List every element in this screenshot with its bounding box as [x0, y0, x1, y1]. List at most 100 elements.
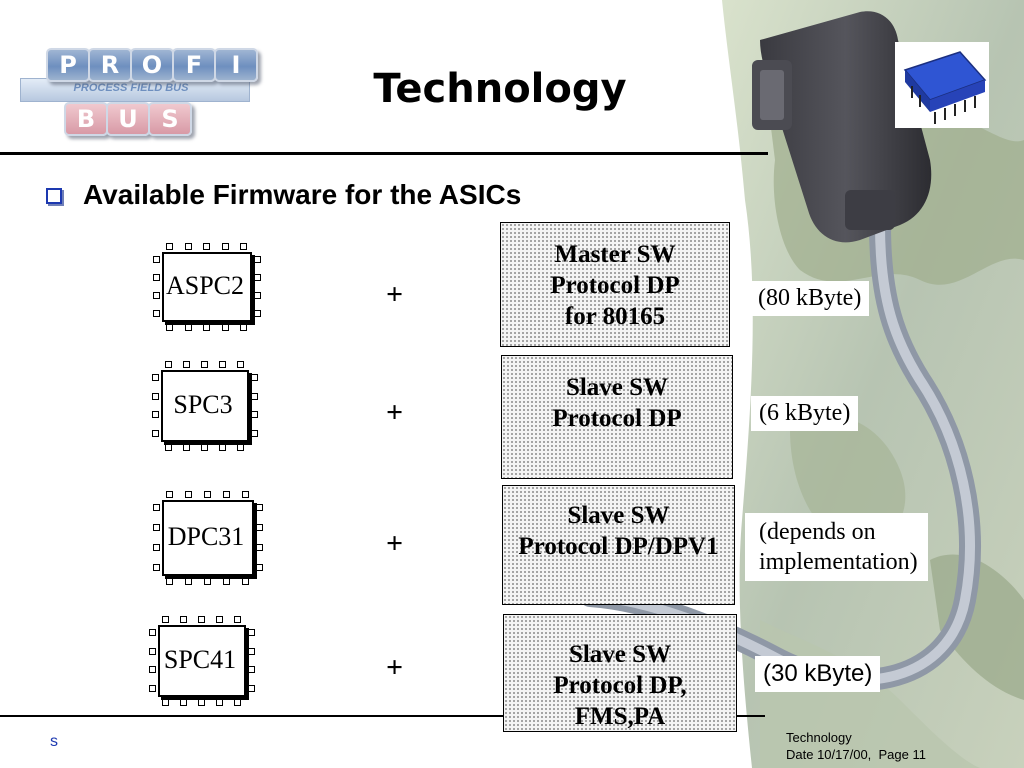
chip-pin [149, 629, 156, 636]
chip-pin [166, 324, 173, 331]
chip-pin [251, 374, 258, 381]
chip-pin [221, 243, 229, 250]
chip-pin [152, 430, 159, 437]
asic-chip-aspc2 [162, 252, 252, 322]
asic-chip-spc3 [161, 370, 249, 442]
chip-pin [165, 361, 172, 368]
chip-pin [198, 616, 205, 623]
chip-pin [201, 444, 208, 451]
firmware-line: Protocol DP/DPV1 [518, 533, 719, 560]
chip-pin [242, 578, 249, 585]
footer-page-info: Technology Date 10/17/00, Page 11 [786, 729, 926, 763]
plus-sign: + [386, 651, 404, 684]
logo-letter-f: F [172, 48, 216, 82]
chip-label-aspc2: ASPC2 [165, 271, 245, 300]
chip-pin [153, 544, 160, 551]
footer-divider [0, 715, 503, 717]
firmware-box-slave-fms-pa: Slave SW Protocol DP, FMS,PA [503, 614, 737, 732]
chip-pin [221, 324, 229, 331]
chip-pin [251, 411, 258, 419]
logo-letter-s: S [148, 102, 192, 136]
chip-pin [256, 524, 263, 531]
chip-pin [183, 444, 190, 451]
firmware-size: (depends on implementation) [745, 513, 928, 581]
chip-pin [149, 647, 156, 655]
footer-topic: Technology [786, 730, 852, 745]
chip-pin [204, 578, 211, 585]
chip-pin [248, 685, 255, 692]
logo-letter-o: O [130, 48, 174, 82]
logo-letter-p: P [46, 48, 90, 82]
firmware-size: (6 kByte) [751, 396, 859, 431]
chip-pin [242, 491, 249, 498]
chip-pin [216, 699, 223, 706]
firmware-line: FMS,PA [574, 703, 666, 730]
chip-pin [219, 361, 226, 368]
firmware-line: Slave SW [568, 641, 672, 668]
chip-pin [201, 361, 208, 368]
firmware-line: Protocol DP, [553, 672, 687, 699]
chip-pin [254, 274, 261, 281]
page-title: Technology [373, 66, 627, 112]
chip-pin [183, 361, 190, 368]
firmware-line: Protocol DP [550, 272, 680, 299]
chip-pin [149, 685, 156, 692]
chip-pin [248, 666, 255, 674]
chip-pin [185, 491, 192, 498]
chip-pin [153, 292, 160, 299]
chip-pin [153, 524, 160, 531]
title-divider [0, 152, 768, 155]
chip-pin [256, 564, 263, 571]
firmware-line: Slave SW [567, 502, 670, 529]
chip-pin [251, 430, 258, 437]
chip-pin [180, 616, 187, 623]
chip-pin [166, 243, 173, 250]
chip-pin [256, 504, 263, 511]
chip-pin [203, 243, 210, 250]
chip-label-dpc31: DPC31 [167, 522, 245, 551]
chip-pin [180, 699, 187, 706]
logo-letter-i: I [214, 48, 258, 82]
chip-pin [248, 647, 255, 655]
chip-pin [153, 274, 160, 281]
chip-pin [216, 616, 223, 623]
firmware-line: Protocol DP [552, 405, 682, 432]
footer-date-page: Date 10/17/00, Page 11 [786, 747, 926, 762]
chip-pin [237, 361, 244, 368]
chip-pin [184, 243, 192, 250]
chip-label-spc41: SPC41 [163, 645, 237, 674]
chip-pin [152, 374, 159, 381]
chip-pin [198, 699, 205, 706]
chip-pin [153, 504, 160, 511]
firmware-size: (80 kByte) [750, 281, 870, 316]
chip-pin [219, 444, 226, 451]
footer-divider [737, 715, 765, 717]
chip-pin [149, 666, 156, 674]
footer-mark: s [50, 733, 58, 750]
chip-label-spc3: SPC3 [173, 390, 233, 419]
chip-pin [162, 616, 169, 623]
chip-pin [153, 310, 160, 317]
chip-pin [166, 578, 173, 585]
chip-pin [152, 411, 159, 419]
chip-pin [240, 243, 247, 250]
chip-pin [165, 444, 172, 451]
asic-chip-dpc31 [162, 500, 254, 576]
logo-band-text: PROCESS FIELD BUS [73, 82, 189, 94]
firmware-line: Slave SW [565, 374, 669, 401]
section-heading: Available Firmware for the ASICs [83, 179, 522, 210]
plus-sign: + [386, 278, 404, 311]
chip-pin [184, 324, 192, 331]
chip-pin [152, 392, 159, 400]
asic-chip-spc41 [158, 625, 246, 697]
chip-pin [254, 310, 261, 317]
chip-pin [256, 544, 263, 551]
profibus-logo: PROCESS FIELD BUS P R O F I B U S [16, 44, 258, 136]
chip-pin [234, 699, 241, 706]
chip-pin [153, 564, 160, 571]
firmware-box-slave-dp: Slave SW Protocol DP [501, 355, 733, 479]
chip-pin [185, 578, 192, 585]
chip-pin [237, 444, 244, 451]
firmware-line: for 80165 [564, 303, 666, 330]
chip-pin [254, 292, 261, 299]
